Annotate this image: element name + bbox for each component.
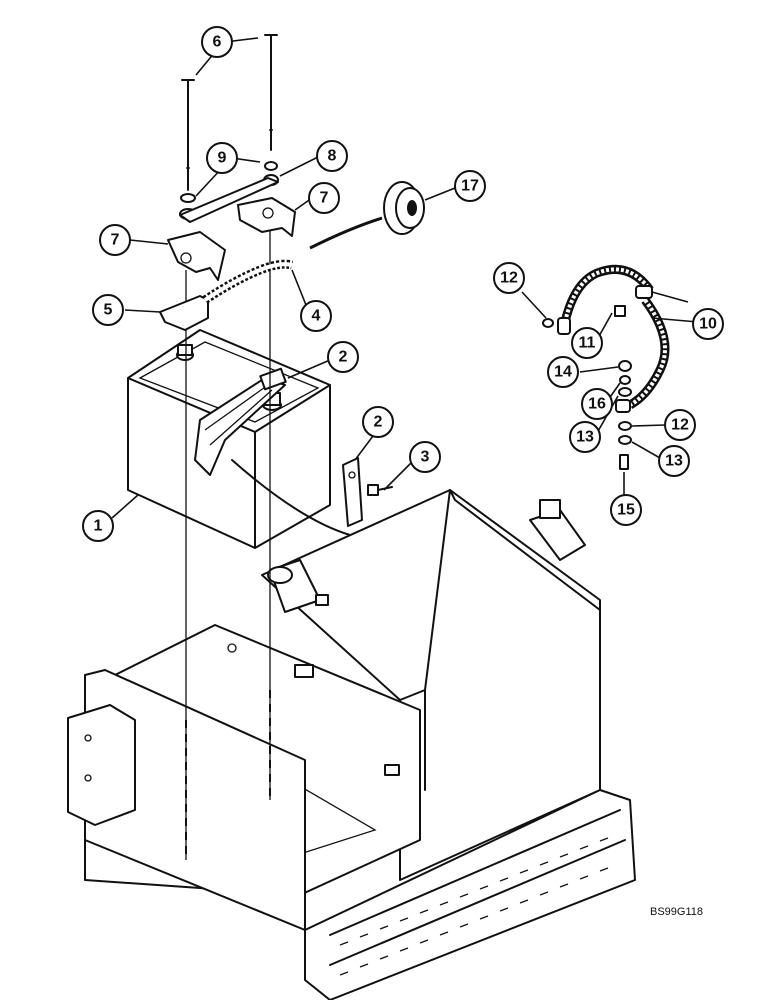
hold-down-rods xyxy=(181,34,278,860)
svg-text:13: 13 xyxy=(576,429,594,446)
callout-7-right: 7 xyxy=(308,182,340,214)
svg-text:10: 10 xyxy=(699,316,717,333)
negative-cable xyxy=(557,264,670,413)
ground-strap xyxy=(194,367,351,536)
battery-box-frame xyxy=(67,489,636,1000)
grommet xyxy=(383,181,425,235)
callout-16: 17 xyxy=(454,170,486,202)
battery xyxy=(127,329,331,549)
svg-text:2: 2 xyxy=(339,349,348,366)
svg-text:11: 11 xyxy=(579,335,596,352)
callout-2-top: 2 xyxy=(327,341,359,373)
svg-text:14: 14 xyxy=(554,364,572,381)
svg-text:13: 13 xyxy=(665,453,683,470)
svg-text:2: 2 xyxy=(374,414,383,431)
callout-14: 14 xyxy=(547,356,579,388)
callout-13-left: 13 xyxy=(569,421,601,453)
callout-17: 16 xyxy=(581,388,613,420)
callout-5: 5 xyxy=(92,294,124,326)
callout-6: 6 xyxy=(201,26,233,58)
svg-text:1: 1 xyxy=(94,518,103,535)
svg-text:6: 6 xyxy=(213,34,222,51)
svg-text:5: 5 xyxy=(104,302,113,319)
svg-text:9: 9 xyxy=(218,150,227,167)
svg-text:8: 8 xyxy=(328,148,337,165)
callout-15: 15 xyxy=(610,494,642,526)
svg-text:12: 12 xyxy=(500,270,518,287)
callout-3: 3 xyxy=(409,441,441,473)
callout-9: 9 xyxy=(206,142,238,174)
callout-13-right: 13 xyxy=(658,445,690,477)
callout-8: 8 xyxy=(316,140,348,172)
small-hardware xyxy=(542,305,632,470)
svg-text:16: 16 xyxy=(588,396,606,413)
callout-10: 10 xyxy=(692,308,724,340)
svg-text:7: 7 xyxy=(111,232,120,249)
callout-11: 11 xyxy=(571,327,603,359)
svg-text:3: 3 xyxy=(421,449,430,466)
clamps xyxy=(167,197,296,281)
svg-text:12: 12 xyxy=(671,417,689,434)
callout-12-bottom: 12 xyxy=(664,409,696,441)
positive-cable xyxy=(159,216,383,331)
callout-2-bottom: 2 xyxy=(362,406,394,438)
svg-text:17: 17 xyxy=(461,178,479,195)
svg-text:7: 7 xyxy=(320,190,329,207)
svg-text:4: 4 xyxy=(312,308,321,325)
cable-lug xyxy=(342,457,363,527)
hold-down-bar xyxy=(179,177,279,223)
callout-4: 4 xyxy=(300,300,332,332)
callout-1: 1 xyxy=(82,510,114,542)
callout-7-left: 7 xyxy=(99,224,131,256)
figure-code: BS99G118 xyxy=(650,906,703,918)
callout-12-top: 12 xyxy=(493,262,525,294)
svg-text:15: 15 xyxy=(617,502,635,519)
